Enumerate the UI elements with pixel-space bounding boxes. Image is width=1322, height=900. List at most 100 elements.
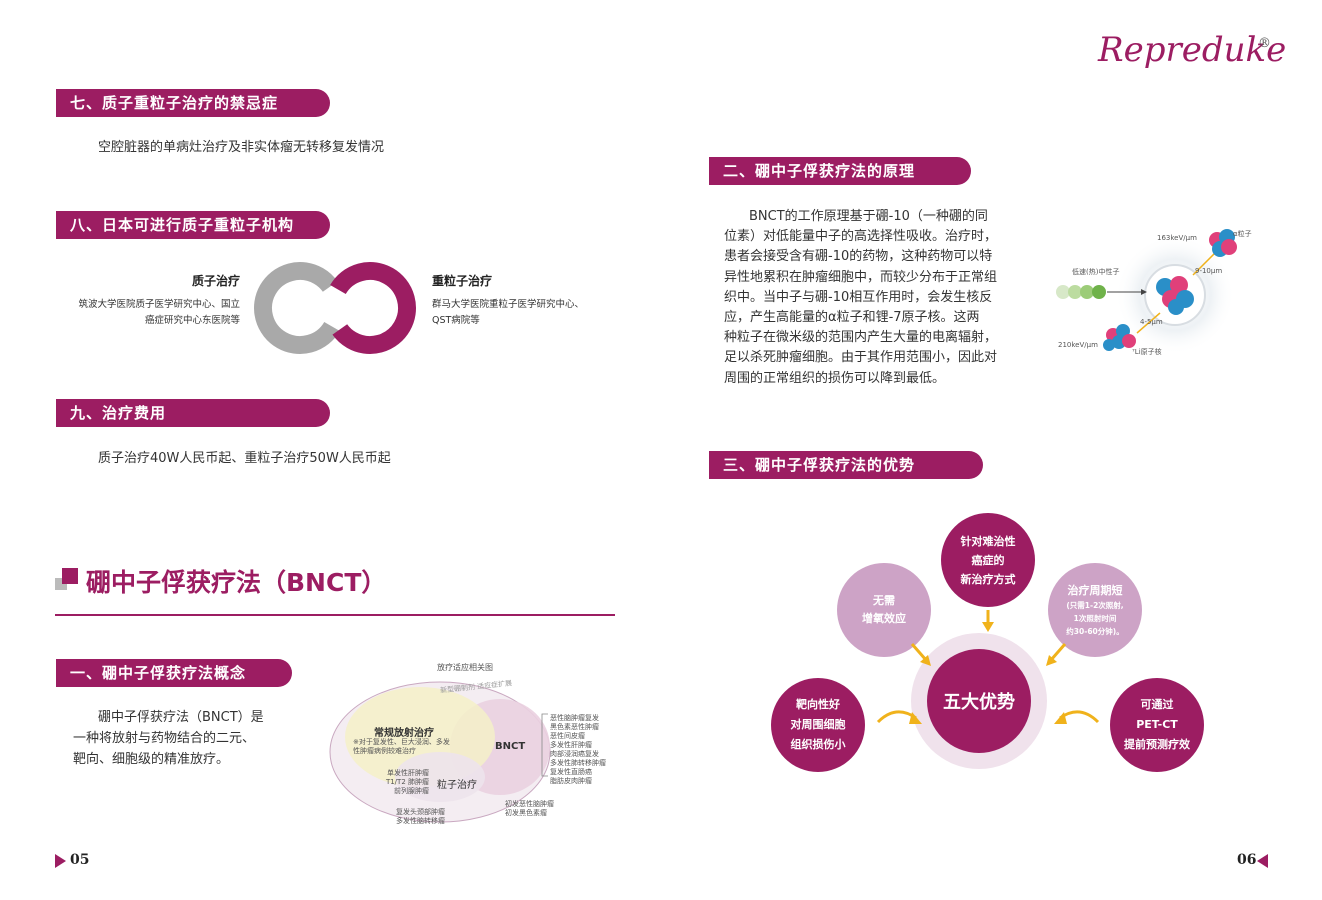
bnct-item: 脂肪皮肉肿瘤 bbox=[550, 777, 592, 785]
bnct-item: 恶性脑肿瘤复发 bbox=[550, 714, 599, 722]
advantage-right-line: 1次照射时间 bbox=[1073, 613, 1117, 623]
particle-item: 单发性肝肿瘤 bbox=[387, 769, 429, 777]
bottom-right-item: 初发恶性脑肿瘤 bbox=[505, 800, 554, 808]
advantage-far-right-line: PET-CT bbox=[1136, 718, 1178, 731]
advantage-right-line: (只需1-2次照射, bbox=[1066, 600, 1124, 610]
page-number-right: 06 bbox=[1237, 852, 1257, 868]
venn-bnct: BNCT bbox=[495, 741, 526, 752]
chapter-mark-purple bbox=[62, 568, 78, 584]
particle-ellipse bbox=[395, 752, 485, 802]
alpha-particle bbox=[1221, 239, 1237, 255]
chapter-title: 硼中子俘获疗法（BNCT） bbox=[86, 568, 387, 597]
venn-conventional-note1: ※对于复发性、巨大浸润、多发 bbox=[353, 738, 450, 746]
principle-line: 周围的正常组织的损伤可以降到最低。 bbox=[724, 370, 946, 386]
advantage-far-left-line: 对周围细胞 bbox=[790, 718, 846, 731]
venn-bottom-list: 复发头颈部肿瘤 多发性脑转移瘤 bbox=[396, 808, 445, 826]
center-circle: 五大优势 bbox=[927, 649, 1031, 753]
nucleon bbox=[1170, 276, 1188, 294]
concept-header: 一、硼中子俘获疗法概念 bbox=[56, 659, 292, 687]
center-label: 五大优势 bbox=[943, 692, 1015, 713]
heavy-block: 重粒子治疗 群马大学医院重粒子医学研究中心、 QST病院等 bbox=[432, 272, 632, 329]
neutron-trail bbox=[1056, 285, 1070, 299]
heavy-line1: 群马大学医院重粒子医学研究中心、 bbox=[432, 299, 585, 310]
venn-particle: 粒子治疗 bbox=[437, 780, 477, 791]
venn-bottom-right-list: 初发恶性脑肿瘤 初发黑色素瘤 bbox=[505, 800, 554, 818]
principle-line: 位素）对低能量中子的高选择性吸收。治疗时， bbox=[724, 229, 998, 245]
advantage-right: 治疗周期短 (只需1-2次照射, 1次照射时间 约30-60分钟)。 bbox=[1048, 563, 1142, 657]
proton-line2: 癌症研究中心东医院等 bbox=[144, 315, 240, 326]
advantage-far-right: 可通过 PET-CT 提前预测疗效 bbox=[1110, 678, 1204, 772]
bottom-right-item: 初发黑色素瘤 bbox=[505, 809, 547, 817]
alpha-energy: 163keV/μm bbox=[1157, 234, 1197, 242]
venn-conventional-note2: 性肿瘤病例较难治疗 bbox=[353, 747, 416, 755]
advantage-right-line: 约30-60分钟)。 bbox=[1066, 626, 1124, 636]
li-arrow bbox=[1136, 312, 1161, 334]
principle-body: BNCT的工作原理基于硼-10（一种硼的同 位素）对低能量中子的高选择性吸收。治… bbox=[724, 207, 1024, 389]
proton-title: 质子治疗 bbox=[191, 274, 240, 288]
particle-item: 前列腺肿瘤 bbox=[394, 787, 429, 795]
principle-line: 足以杀死肿瘤细胞。由于其作用范围小，因此对 bbox=[724, 350, 998, 366]
arrow-diag-right-icon bbox=[910, 643, 928, 661]
li-nucleus bbox=[1103, 339, 1115, 351]
page-left-arrow-icon bbox=[55, 854, 66, 868]
alpha-range: 9-10μm bbox=[1195, 267, 1223, 275]
proton-ring bbox=[254, 262, 346, 354]
bnct-item: 黑色素恶性肿瘤 bbox=[550, 723, 599, 731]
advantage-far-left: 靶向性好 对周围细胞 组织损伤小 bbox=[771, 678, 865, 772]
arrow-diag-left-icon bbox=[1049, 643, 1067, 661]
bnct-item: 多发性肝肿瘤 bbox=[550, 741, 592, 749]
advantage-left-line: 无需 bbox=[873, 594, 895, 607]
neutron-icon bbox=[1092, 285, 1106, 299]
advantage-top-line: 针对难治性 bbox=[960, 534, 1016, 548]
heavy-line2: QST病院等 bbox=[432, 315, 480, 326]
brand-logo: Repreduke ® bbox=[1098, 30, 1286, 70]
principle-line: 患者会接受含有硼-10的药物，这种药物可以特 bbox=[724, 249, 993, 265]
section-8-header: 八、日本可进行质子重粒子机构 bbox=[56, 211, 330, 239]
li-nucleus bbox=[1122, 334, 1136, 348]
neutron-label: 低速(热)中性子 bbox=[1072, 268, 1120, 276]
chapter-divider bbox=[55, 614, 615, 616]
section-9-header: 九、治疗费用 bbox=[56, 399, 330, 427]
advantage-far-left-line: 组织损伤小 bbox=[790, 738, 846, 751]
page-number-left: 05 bbox=[70, 852, 90, 868]
venn-particle-list: 单发性肝肿瘤 T1/T2 肺肿瘤 前列腺肿瘤 bbox=[377, 769, 429, 796]
principle-header: 二、硼中子俘获疗法的原理 bbox=[709, 157, 971, 185]
advantage-far-right-line: 可通过 bbox=[1140, 698, 1174, 711]
proton-line1: 筑波大学医院质子医学研究中心、国立 bbox=[78, 299, 240, 310]
nuclear-reaction-diagram bbox=[1056, 229, 1237, 355]
nucleon bbox=[1168, 299, 1184, 315]
principle-line: 织中。当中子与硼-10相互作用时，会发生核反 bbox=[724, 289, 993, 305]
registered-mark: ® bbox=[1258, 36, 1271, 51]
li-range: 4-5μm bbox=[1140, 318, 1163, 326]
bnct-item: 多发性肺转移肿瘤 bbox=[550, 759, 606, 767]
bnct-item: 肉部浸润癌复发 bbox=[550, 750, 599, 758]
principle-line: 种粒子在微米级的范围内产生大量的电离辐射， bbox=[724, 330, 998, 346]
concept-line3: 靶向、细胞级的精准放疗。 bbox=[73, 752, 230, 767]
li-energy: 210keV/μm bbox=[1058, 341, 1098, 349]
advantages-header: 三、硼中子俘获疗法的优势 bbox=[709, 451, 983, 479]
bnct-list-bracket bbox=[541, 713, 548, 777]
concept-line1: 硼中子俘获疗法（BNCT）是 bbox=[98, 710, 264, 725]
heavy-title: 重粒子治疗 bbox=[432, 274, 493, 288]
neutron-trail bbox=[1080, 285, 1094, 299]
advantage-top-line: 新治疗方式 bbox=[960, 572, 1016, 586]
section-7-header: 七、质子重粒子治疗的禁忌症 bbox=[56, 89, 330, 117]
advantage-left: 无需 增氧效应 bbox=[837, 563, 931, 657]
venn-diagram bbox=[329, 681, 551, 823]
venn-conventional: 常规放射治疗 bbox=[374, 728, 434, 739]
principle-line: BNCT的工作原理基于硼-10（一种硼的同 bbox=[749, 209, 988, 224]
venn-bnct-list: 恶性脑肿瘤复发 黑色素恶性肿瘤 恶性间皮瘤 多发性肝肿瘤 肉部浸润癌复发 多发性… bbox=[550, 714, 606, 786]
bottom-item: 多发性脑转移瘤 bbox=[396, 817, 445, 825]
heavy-ring bbox=[324, 262, 416, 354]
advantage-arrows bbox=[876, 610, 1100, 724]
bnct-item: 复发性直肠癌 bbox=[550, 768, 592, 776]
proton-block: 质子治疗 筑波大学医院质子医学研究中心、国立 癌症研究中心东医院等 bbox=[60, 272, 240, 329]
advantage-far-left-line: 靶向性好 bbox=[796, 698, 840, 711]
particle-item: T1/T2 肺肿瘤 bbox=[385, 778, 429, 786]
principle-line: 异性地累积在肿瘤细胞中，而较少分布于正常组 bbox=[724, 269, 998, 285]
concept-line2: 一种将放射与药物结合的二元、 bbox=[73, 731, 256, 746]
principle-line: 应，产生高能量的α粒子和锂-7原子核。这两 bbox=[724, 310, 980, 326]
bottom-item: 复发头颈部肿瘤 bbox=[396, 808, 445, 816]
section-7-body: 空腔脏器的单病灶治疗及非实体瘤无转移复发情况 bbox=[98, 140, 385, 155]
brand-name: Repreduke bbox=[1098, 30, 1287, 70]
